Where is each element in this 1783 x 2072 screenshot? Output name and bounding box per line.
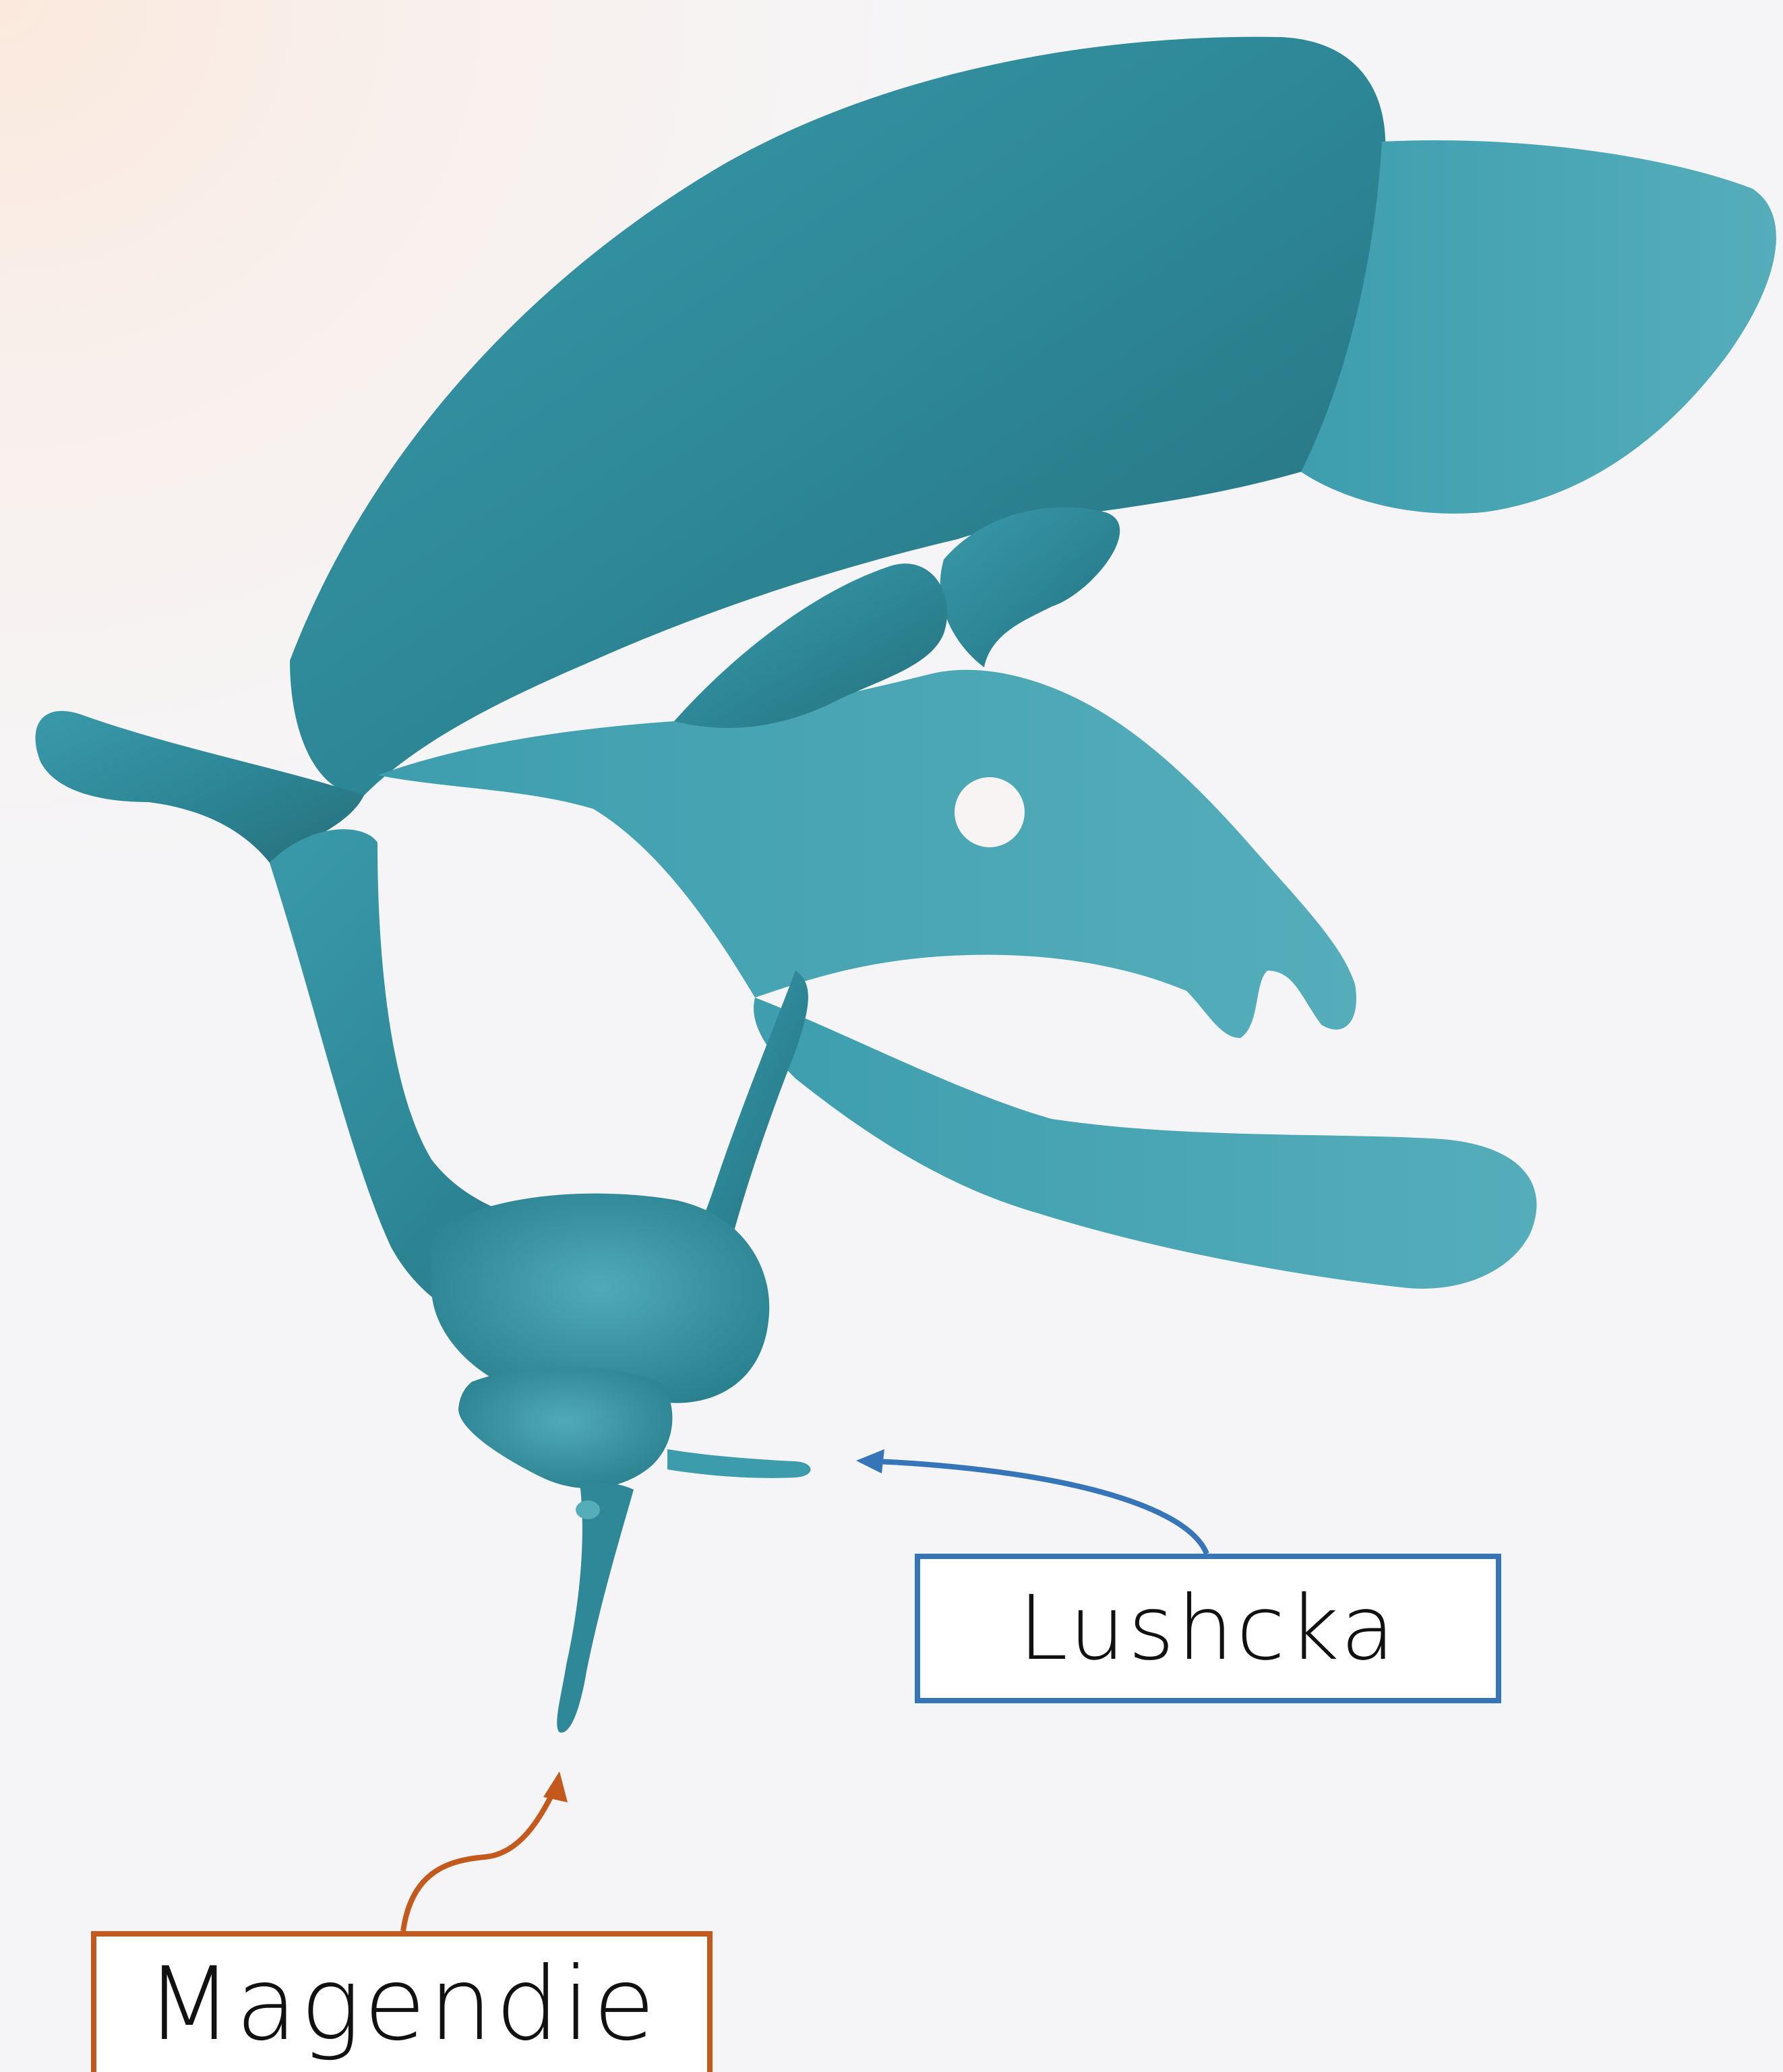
fourth-ventricle xyxy=(431,1194,769,1488)
foramen-of-magendie-channel xyxy=(557,1482,634,1732)
foramen-of-luschka-channel xyxy=(667,1449,811,1478)
magendie-arrowhead xyxy=(543,1771,568,1802)
magendie-label: Magendie xyxy=(146,1946,658,2063)
lushcka-arrowhead xyxy=(856,1449,884,1473)
magendie-arrow xyxy=(403,1793,553,1931)
temporal-horn-right xyxy=(754,998,1536,1289)
lushcka-arrow xyxy=(876,1461,1207,1554)
lushcka-label: Lushcka xyxy=(1019,1577,1398,1680)
lushcka-label-box: Lushcka xyxy=(915,1554,1501,1703)
interthalamic-adhesion xyxy=(955,777,1025,847)
magendie-label-box: Magendie xyxy=(91,1931,713,2072)
